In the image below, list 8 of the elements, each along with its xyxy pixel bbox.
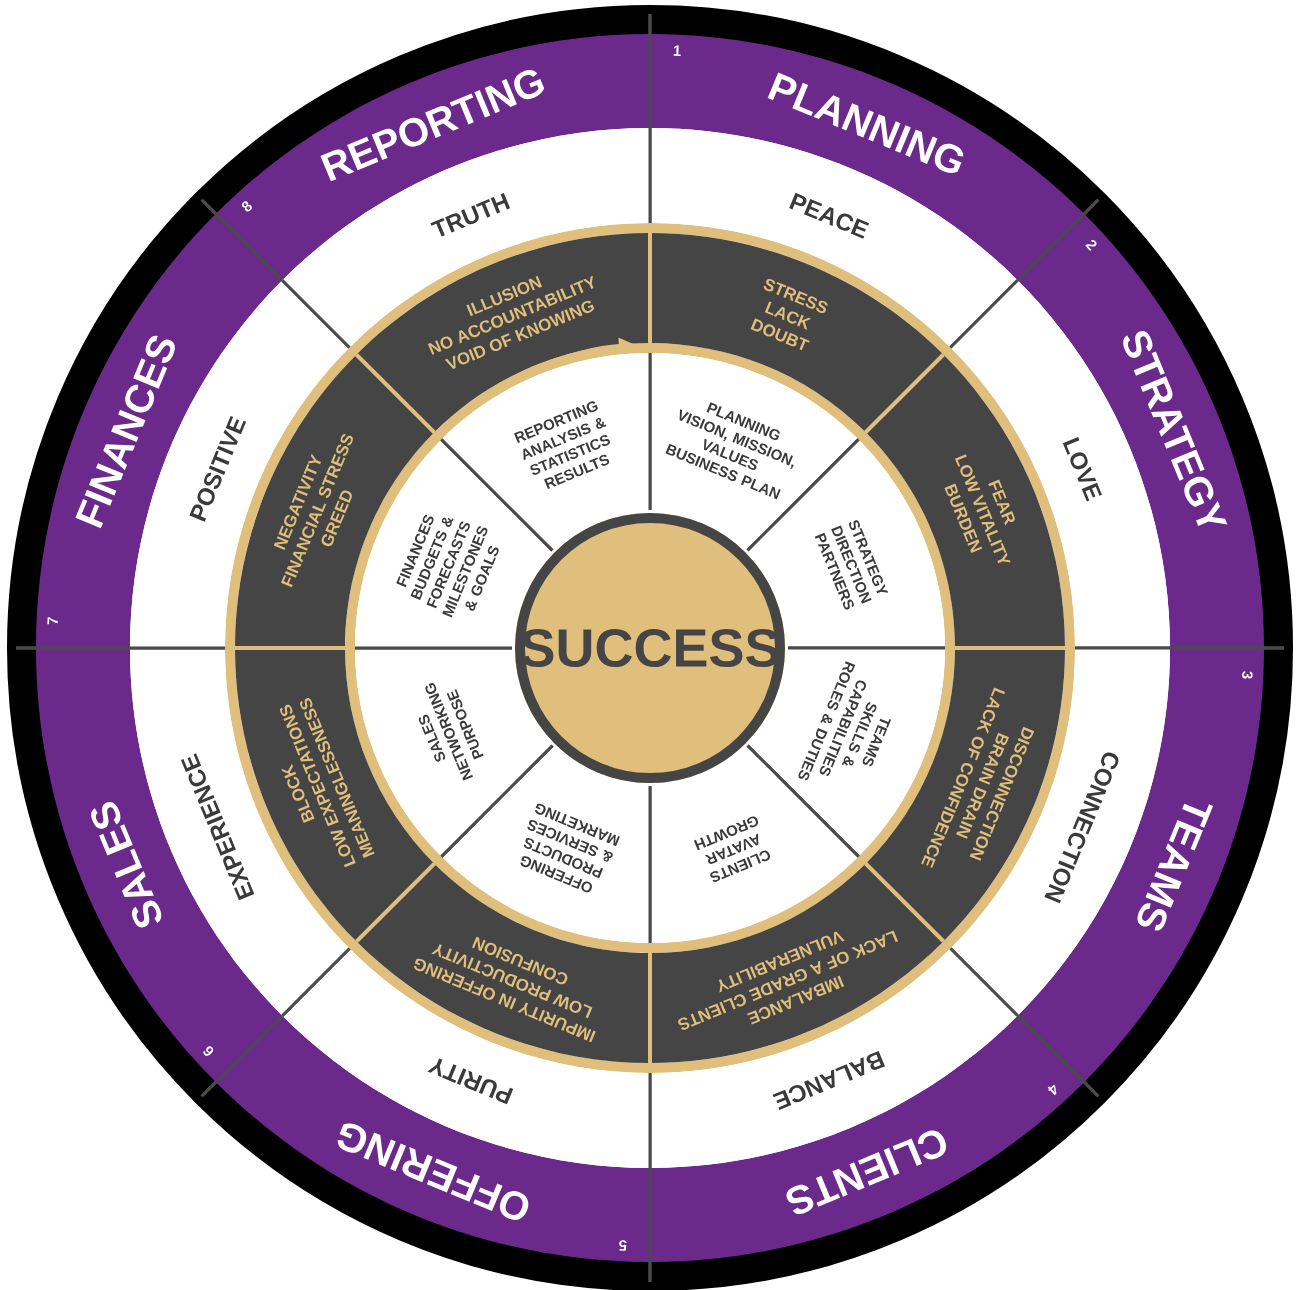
- segment-number: 4: [1047, 1084, 1057, 1096]
- segment-number: 2: [1085, 239, 1097, 251]
- segment-number: 7: [47, 617, 58, 625]
- segment-number: 3: [1242, 671, 1253, 679]
- segment-number: 1: [673, 45, 681, 56]
- segment-number: 6: [203, 1046, 214, 1056]
- segment-number: 8: [241, 201, 252, 212]
- segment-number: 5: [619, 1240, 627, 1251]
